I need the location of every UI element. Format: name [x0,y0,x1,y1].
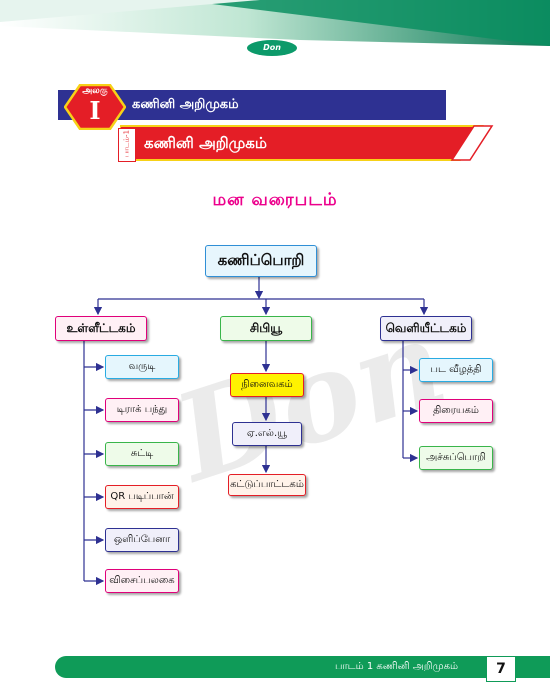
unit-label: அலகு [82,86,108,96]
page-number: 7 [486,656,516,682]
page-heading: மன வரைபடம் [212,190,338,210]
unit-title: கணினி அறிமுகம் [132,97,239,112]
lesson-title: கணினி அறிமுகம் [144,134,267,152]
node-memory: நினைவகம் [230,373,304,397]
lesson-banner [120,125,494,161]
node-projector: பட வீழத்தி [419,358,493,382]
lesson-tag: பாடம்-1 [118,128,136,162]
top-banner [0,0,550,46]
node-printer: அச்சுப்பொறி [419,446,493,470]
node-light-pen: ஒளிப்பேனா [105,528,179,552]
node-control-unit: கட்டுப்பாட்டகம் [228,474,306,496]
node-mouse: சுட்டி [105,442,179,466]
footer-text: பாடம் 1 கணினி அறிமுகம் [335,661,459,672]
branch-cpu: சிபியூ [220,316,312,341]
node-trackball: டிராக் பந்து [105,398,179,422]
branch-input-devices: உள்ளீட்டகம் [55,316,147,341]
node-monitor: திரையகம் [419,399,493,423]
unit-number: I [89,96,101,125]
unit-badge-shape [64,84,126,130]
node-qr-reader: QR படிப்பான் [105,485,179,509]
node-scanner: வருடி [105,355,179,379]
node-alu: ஏ.எல்.யூ [232,422,302,446]
branch-output-devices: வெளியீட்டகம் [380,316,472,341]
footer-bar [55,656,550,678]
mindmap-root-node: கணிப்பொறி [205,245,317,277]
publisher-logo: Don [247,40,297,56]
node-keyboard: விசைப்பலகை [105,569,179,593]
